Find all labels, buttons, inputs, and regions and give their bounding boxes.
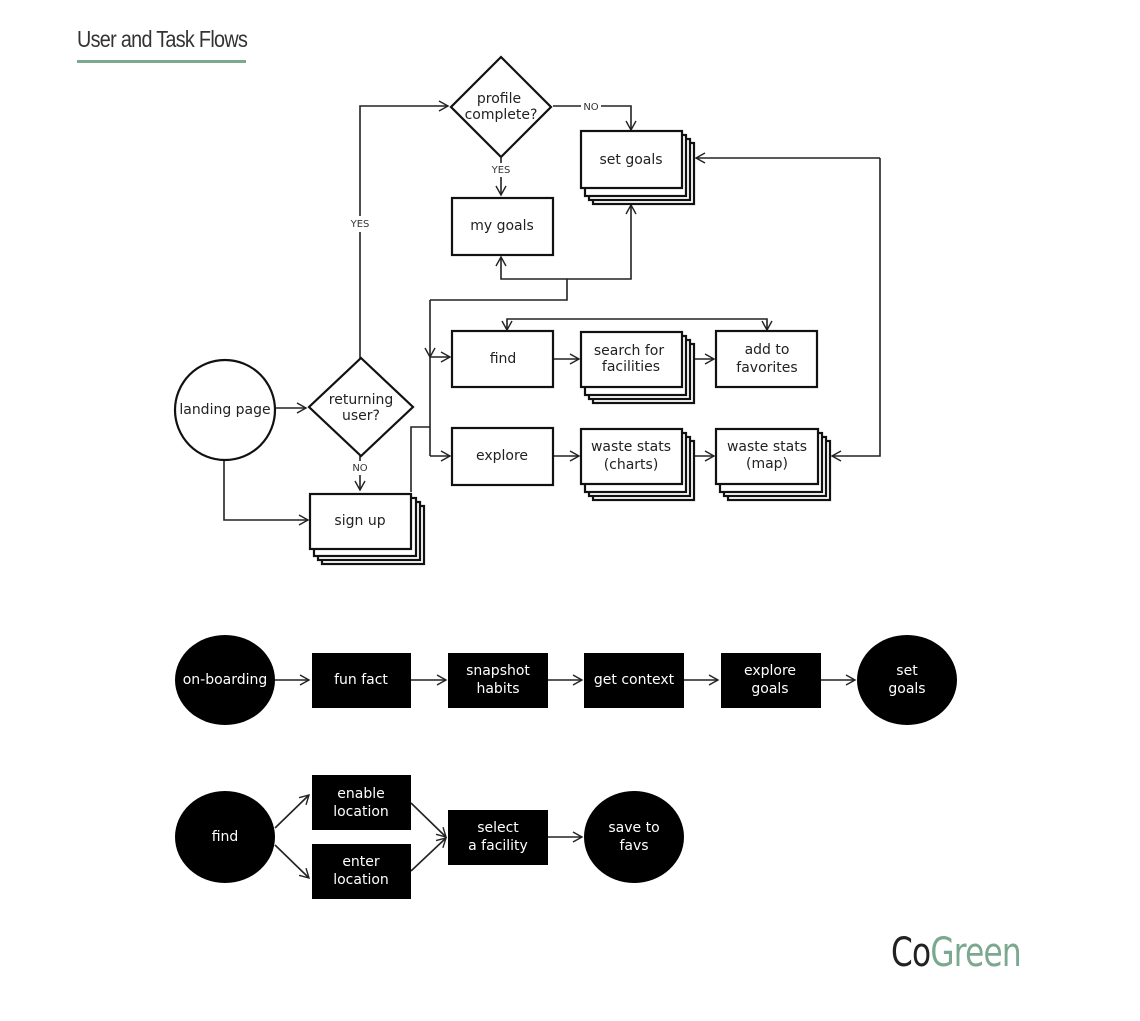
node-search-facilities bbox=[579, 330, 696, 405]
label-find: find bbox=[490, 351, 517, 367]
node-profile-complete bbox=[449, 55, 553, 159]
label-no-returning: NO bbox=[352, 463, 367, 474]
label-set-goals-end-1: set bbox=[896, 663, 918, 679]
edge-landing-signup bbox=[223, 460, 310, 526]
node-waste-map bbox=[714, 427, 832, 502]
cogreen-logo: CoGreen bbox=[891, 930, 1022, 976]
node-explore-goals bbox=[721, 653, 821, 708]
edge-profile-setgoals bbox=[553, 105, 637, 132]
label-onboarding: on-boarding bbox=[183, 672, 268, 688]
label-find-start: find bbox=[212, 829, 239, 845]
node-set-goals-end bbox=[857, 635, 957, 725]
node-enter-location bbox=[312, 844, 411, 899]
label-enter-location-1: enter bbox=[342, 854, 380, 870]
label-select-facility-2: a facility bbox=[468, 838, 528, 854]
label-save-favs-1: save to bbox=[608, 820, 659, 836]
label-add-favorites-2: favorites bbox=[736, 360, 797, 376]
node-waste-charts bbox=[579, 427, 696, 502]
label-profile-complete-1: profile bbox=[477, 91, 521, 107]
label-select-facility-1: select bbox=[477, 820, 519, 836]
label-set-goals-end-2: goals bbox=[888, 681, 925, 697]
label-search-facilities-2: facilities bbox=[602, 359, 660, 375]
edge-bus-mygoals bbox=[495, 255, 567, 280]
node-fun-fact bbox=[312, 653, 411, 708]
label-waste-map-2: (map) bbox=[746, 456, 788, 472]
label-set-goals: set goals bbox=[599, 152, 662, 168]
label-yes-profile: YES bbox=[491, 165, 511, 176]
label-returning-user-2: user? bbox=[342, 408, 380, 424]
node-add-favorites bbox=[714, 329, 819, 389]
label-explore-goals-1: explore bbox=[744, 663, 796, 679]
edge-returning-profile bbox=[359, 100, 450, 360]
label-my-goals: my goals bbox=[470, 218, 534, 234]
label-no-profile: NO bbox=[583, 102, 598, 113]
logo-co: Co bbox=[891, 930, 931, 976]
flow3-connectors bbox=[274, 793, 584, 880]
label-explore: explore bbox=[476, 448, 528, 464]
label-returning-user-1: returning bbox=[329, 392, 393, 408]
label-profile-complete-2: complete? bbox=[465, 107, 538, 123]
node-returning-user bbox=[307, 356, 415, 458]
edge-signup-bus bbox=[410, 426, 430, 492]
logo-green: Green bbox=[930, 930, 1021, 976]
label-enter-location-2: location bbox=[333, 872, 389, 888]
label-landing-page: landing page bbox=[179, 402, 270, 418]
label-waste-charts-2: (charts) bbox=[604, 457, 659, 473]
flow1-connectors bbox=[223, 100, 881, 526]
edge-labels: YES NO YES NO bbox=[349, 100, 601, 475]
node-explore bbox=[450, 426, 555, 487]
node-snapshot-habits bbox=[448, 653, 548, 708]
label-enable-location-2: location bbox=[333, 804, 389, 820]
edge-top-find bbox=[501, 318, 631, 332]
node-save-favs bbox=[584, 791, 684, 883]
label-sign-up: sign up bbox=[334, 513, 385, 529]
edge-top-favorites bbox=[631, 318, 773, 332]
node-find-start bbox=[175, 791, 275, 883]
node-set-goals bbox=[579, 129, 696, 206]
label-search-facilities-1: search for bbox=[594, 343, 664, 359]
label-enable-location-1: enable bbox=[337, 786, 384, 802]
node-my-goals bbox=[450, 196, 555, 257]
label-yes-returning: YES bbox=[350, 219, 370, 230]
node-get-context bbox=[584, 653, 684, 708]
label-snapshot-habits-1: snapshot bbox=[466, 663, 530, 679]
node-onboarding bbox=[175, 635, 275, 725]
label-fun-fact: fun fact bbox=[334, 672, 388, 688]
label-snapshot-habits-2: habits bbox=[476, 681, 519, 697]
node-landing-page bbox=[173, 358, 277, 462]
node-find bbox=[450, 329, 555, 389]
label-waste-map-1: waste stats bbox=[727, 439, 807, 455]
label-save-favs-2: favs bbox=[619, 838, 648, 854]
node-sign-up bbox=[308, 492, 426, 566]
label-get-context: get context bbox=[594, 672, 675, 688]
page-title: User and Task Flows bbox=[77, 26, 248, 52]
node-enable-location bbox=[312, 775, 411, 830]
label-add-favorites-1: add to bbox=[745, 342, 790, 358]
title-underline bbox=[77, 60, 246, 63]
label-waste-charts-1: waste stats bbox=[591, 439, 671, 455]
edge-setgoals-map-line bbox=[830, 158, 881, 462]
node-select-facility bbox=[448, 810, 548, 865]
label-explore-goals-2: goals bbox=[751, 681, 788, 697]
